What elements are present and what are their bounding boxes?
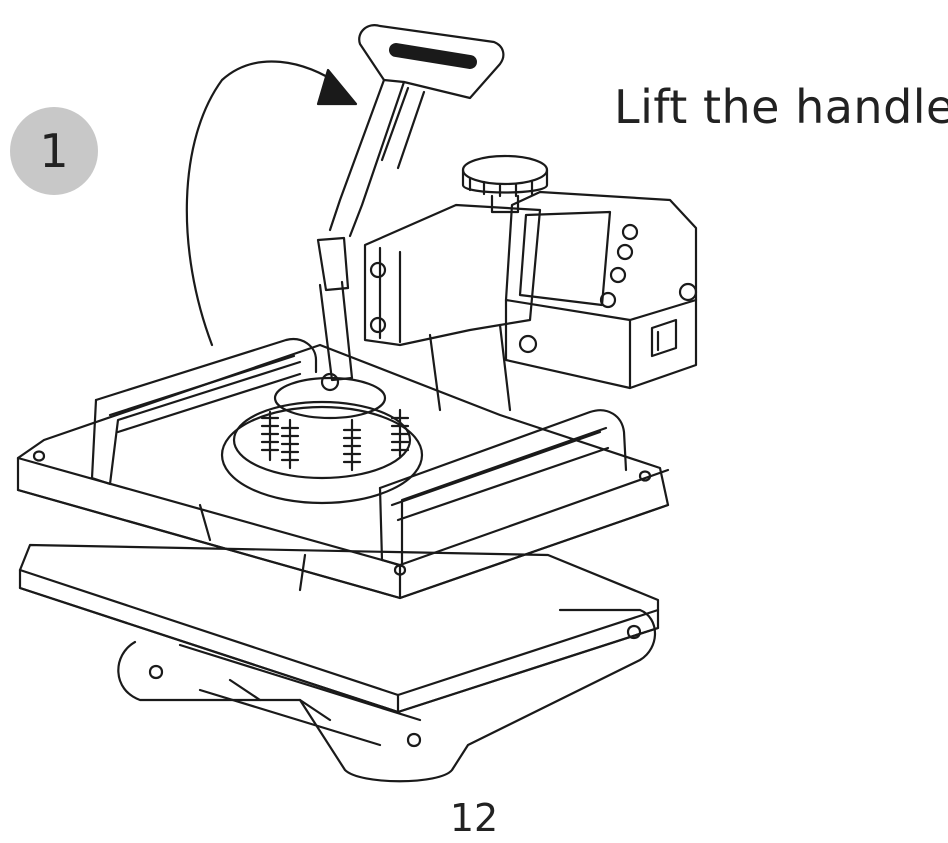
right-carry-handle <box>380 410 626 566</box>
base-stand <box>118 610 655 781</box>
left-carry-handle <box>92 339 316 484</box>
upper-frame <box>365 205 540 410</box>
step-instruction: Lift the handle <box>614 80 948 134</box>
lower-platen <box>20 545 658 712</box>
heat-press-illustration <box>0 0 948 790</box>
page-number: 12 <box>449 796 499 840</box>
control-box <box>506 192 696 388</box>
step-number: 1 <box>39 124 69 178</box>
spring-assembly <box>222 374 422 503</box>
step-badge: 1 <box>10 107 98 195</box>
curved-arrow-up-icon <box>187 61 356 345</box>
upper-platen <box>18 345 668 598</box>
lever-arm <box>318 25 503 380</box>
pressure-knob <box>463 156 547 212</box>
